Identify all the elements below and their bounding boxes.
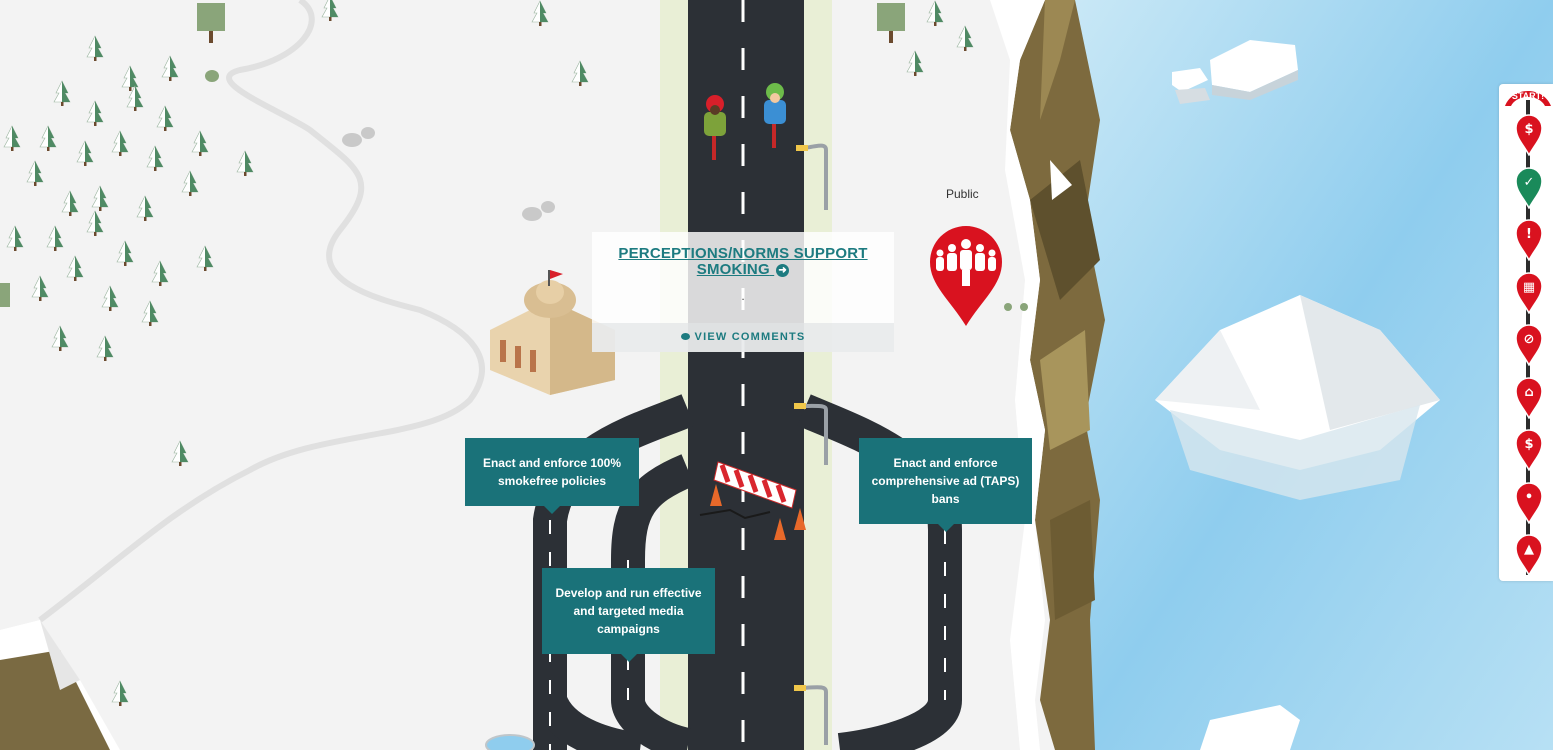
card-separator: .	[741, 289, 745, 303]
policy-smokefree-label: Enact and enforce 100% smokefree policie…	[482, 456, 622, 488]
policy-ad-bans[interactable]: Enact and enforce comprehensive ad (TAPS…	[859, 438, 1032, 532]
node-title: PERCEPTIONS/NORMS SUPPORT SMOKING	[618, 245, 868, 278]
policy-media-campaigns[interactable]: Develop and run effective and targeted m…	[542, 568, 715, 662]
arrow-right-circle-icon: ➜	[776, 264, 790, 277]
government-building-icon: ⌂	[1515, 376, 1543, 420]
pathway-pin-4[interactable]: ▦	[1514, 270, 1544, 315]
svg-text:!: !	[1526, 227, 1532, 242]
pathway-pin-1[interactable]: $	[1514, 112, 1544, 157]
pathway-pin-3[interactable]: !	[1514, 217, 1544, 262]
public-pin[interactable]	[930, 226, 1002, 326]
cyclist-red	[704, 95, 726, 160]
store-icon: ▦	[1515, 271, 1543, 315]
policy-adban-label: Enact and enforce comprehensive ad (TAPS…	[871, 456, 1020, 506]
policy-smokefree[interactable]: Enact and enforce 100% smokefree policie…	[465, 438, 639, 514]
svg-text:•: •	[1525, 490, 1533, 505]
policy-media-label: Develop and run effective and targeted m…	[555, 586, 702, 636]
pathway-pin-7[interactable]: $	[1514, 427, 1544, 472]
shield-check-icon: ✓	[1515, 166, 1543, 210]
pathway-pin-6[interactable]: ⌂	[1514, 375, 1544, 420]
view-comments-label: VIEW COMMENTS	[694, 331, 806, 343]
pathway-pin-5[interactable]: ⊘	[1514, 322, 1544, 367]
view-comments-button[interactable]: VIEW COMMENTS	[592, 323, 894, 352]
no-smoking-icon: ⊘	[1515, 324, 1543, 367]
node-info-card: PERCEPTIONS/NORMS SUPPORT SMOKING ➜ . VI…	[592, 232, 894, 352]
svg-text:▦: ▦	[1523, 280, 1535, 295]
svg-text:$: $	[1524, 437, 1533, 452]
price-tag-icon: $	[1515, 114, 1543, 157]
svg-text:⊘: ⊘	[1524, 332, 1535, 347]
svg-text:$: $	[1524, 122, 1533, 137]
node-title-link[interactable]: PERCEPTIONS/NORMS SUPPORT SMOKING ➜	[592, 246, 894, 278]
start-badge[interactable]: START!	[1503, 84, 1553, 108]
public-label: Public	[946, 187, 979, 201]
start-label: START!	[1512, 91, 1544, 101]
warning-icon: !	[1515, 219, 1543, 262]
comment-bubble-icon	[680, 333, 690, 340]
svg-text:▲: ▲	[1524, 542, 1534, 557]
person-icon: ▲	[1515, 534, 1543, 577]
pathway-pin-8[interactable]: •	[1514, 480, 1544, 525]
dollar-icon: $	[1515, 429, 1543, 472]
cyclist-blue	[764, 83, 786, 148]
pathway-pin-2[interactable]: ✓	[1514, 165, 1544, 210]
svg-text:✓: ✓	[1524, 175, 1535, 190]
pathway-pin-9[interactable]: ▲	[1514, 532, 1544, 577]
traffic-light-icon: •	[1515, 481, 1543, 525]
svg-text:⌂: ⌂	[1524, 385, 1533, 400]
roadblock	[699, 461, 806, 540]
